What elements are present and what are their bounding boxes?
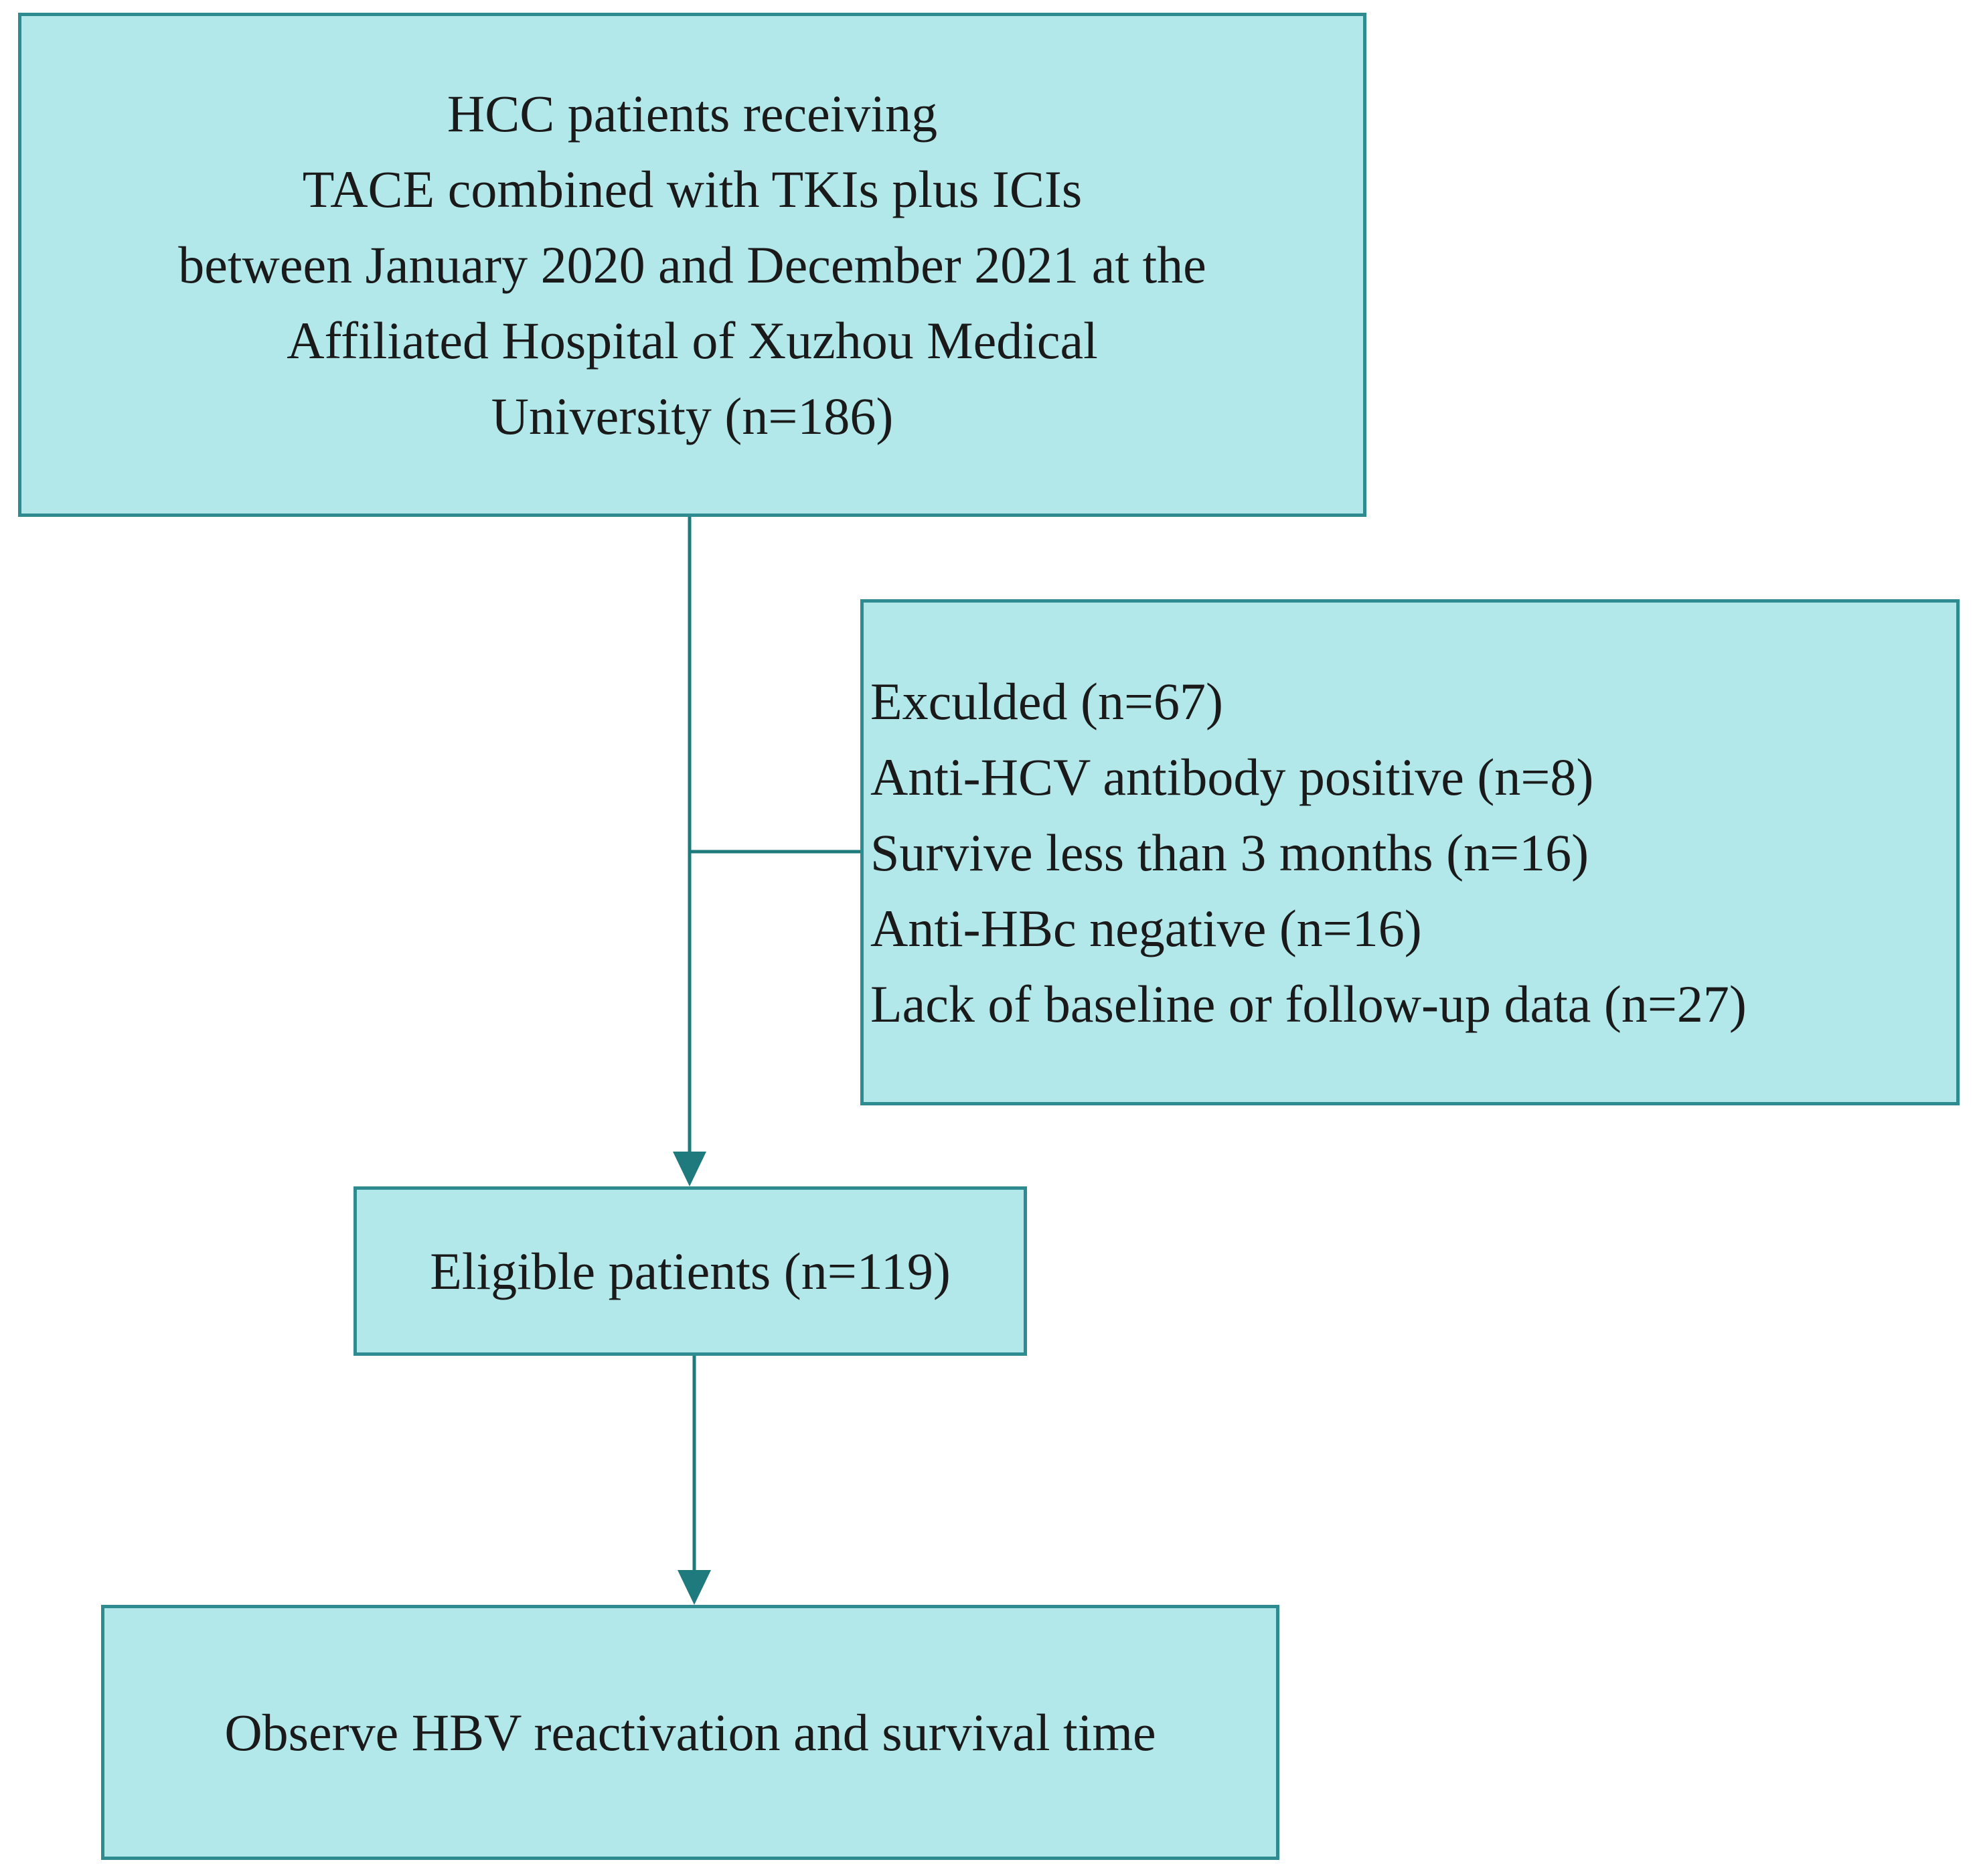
enrolled-line: University (n=186) [491, 387, 894, 445]
excluded-reason: Anti-HCV antibody positive (n=8) [870, 747, 1594, 806]
enrolled-line: HCC patients receiving [447, 84, 938, 143]
arrowhead-to-eligible [673, 1152, 706, 1186]
excluded-reason: Anti-HBc negative (n=16) [870, 898, 1422, 957]
observe-label: Observe HBV reactivation and survival ti… [224, 1703, 1156, 1762]
enrolled-line: TACE combined with TKIs plus ICIs [302, 160, 1083, 218]
excluded-box: Exculded (n=67) Anti-HCV antibody positi… [860, 599, 1960, 1105]
enrolled-line: between January 2020 and December 2021 a… [178, 236, 1206, 294]
excluded-title: Exculded (n=67) [870, 672, 1223, 730]
arrowhead-to-observe [678, 1570, 711, 1605]
eligible-box: Eligible patients (n=119) [353, 1186, 1027, 1356]
enrolled-line: Affiliated Hospital of Xuzhou Medical [287, 311, 1098, 370]
eligible-label: Eligible patients (n=119) [430, 1242, 951, 1300]
excluded-reason: Lack of baseline or follow-up data (n=27… [870, 974, 1747, 1033]
observe-box: Observe HBV reactivation and survival ti… [101, 1605, 1279, 1860]
enrolled-box: HCC patients receiving TACE combined wit… [18, 13, 1366, 517]
excluded-reason: Survive less than 3 months (n=16) [870, 823, 1589, 882]
